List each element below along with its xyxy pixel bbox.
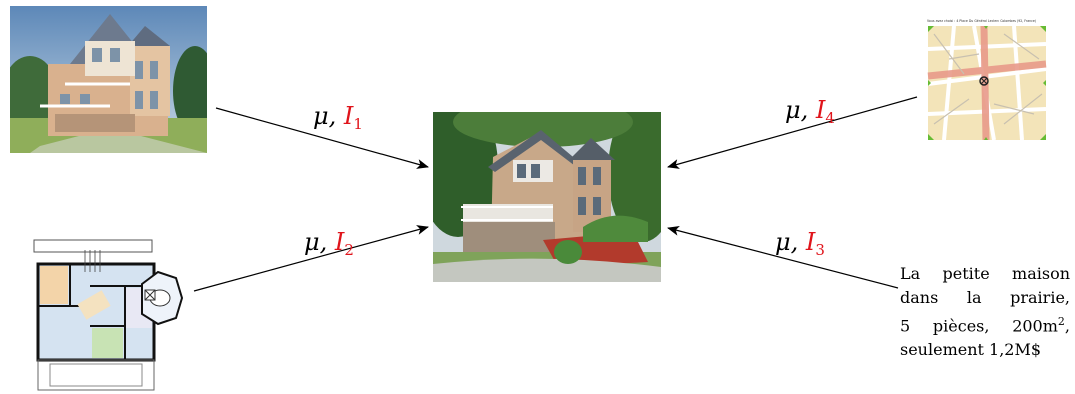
arrow-from-rendering <box>215 107 429 169</box>
description-line-3: 5 pièces, 200m2, <box>900 315 1070 336</box>
central-house-photo <box>433 112 661 282</box>
house-rendering-image <box>10 6 207 153</box>
map-header-text: Vous avez choisi : 4 Place Du Général Le… <box>927 19 1036 23</box>
description-line-1: La petite maison <box>900 264 1070 283</box>
arrow-from-description <box>667 225 899 289</box>
arrow-label-i4: μ, I4 <box>785 96 835 127</box>
map-image: Vous avez choisi : 4 Place Du Général Le… <box>924 14 1050 144</box>
description-line-4: seulement 1,2M$ <box>900 340 1042 360</box>
description-line-2: dans la prairie, <box>900 288 1070 307</box>
listing-description: La petite maison dans la prairie, 5 pièc… <box>900 262 1070 362</box>
arrow-from-floorplan <box>193 225 429 292</box>
arrow-from-map <box>667 96 918 169</box>
arrow-label-i3: μ, I3 <box>775 228 825 259</box>
arrow-label-i2: μ, I2 <box>304 228 354 259</box>
arrow-label-i1: μ, I1 <box>313 102 363 133</box>
floor-plan-image <box>30 236 186 394</box>
